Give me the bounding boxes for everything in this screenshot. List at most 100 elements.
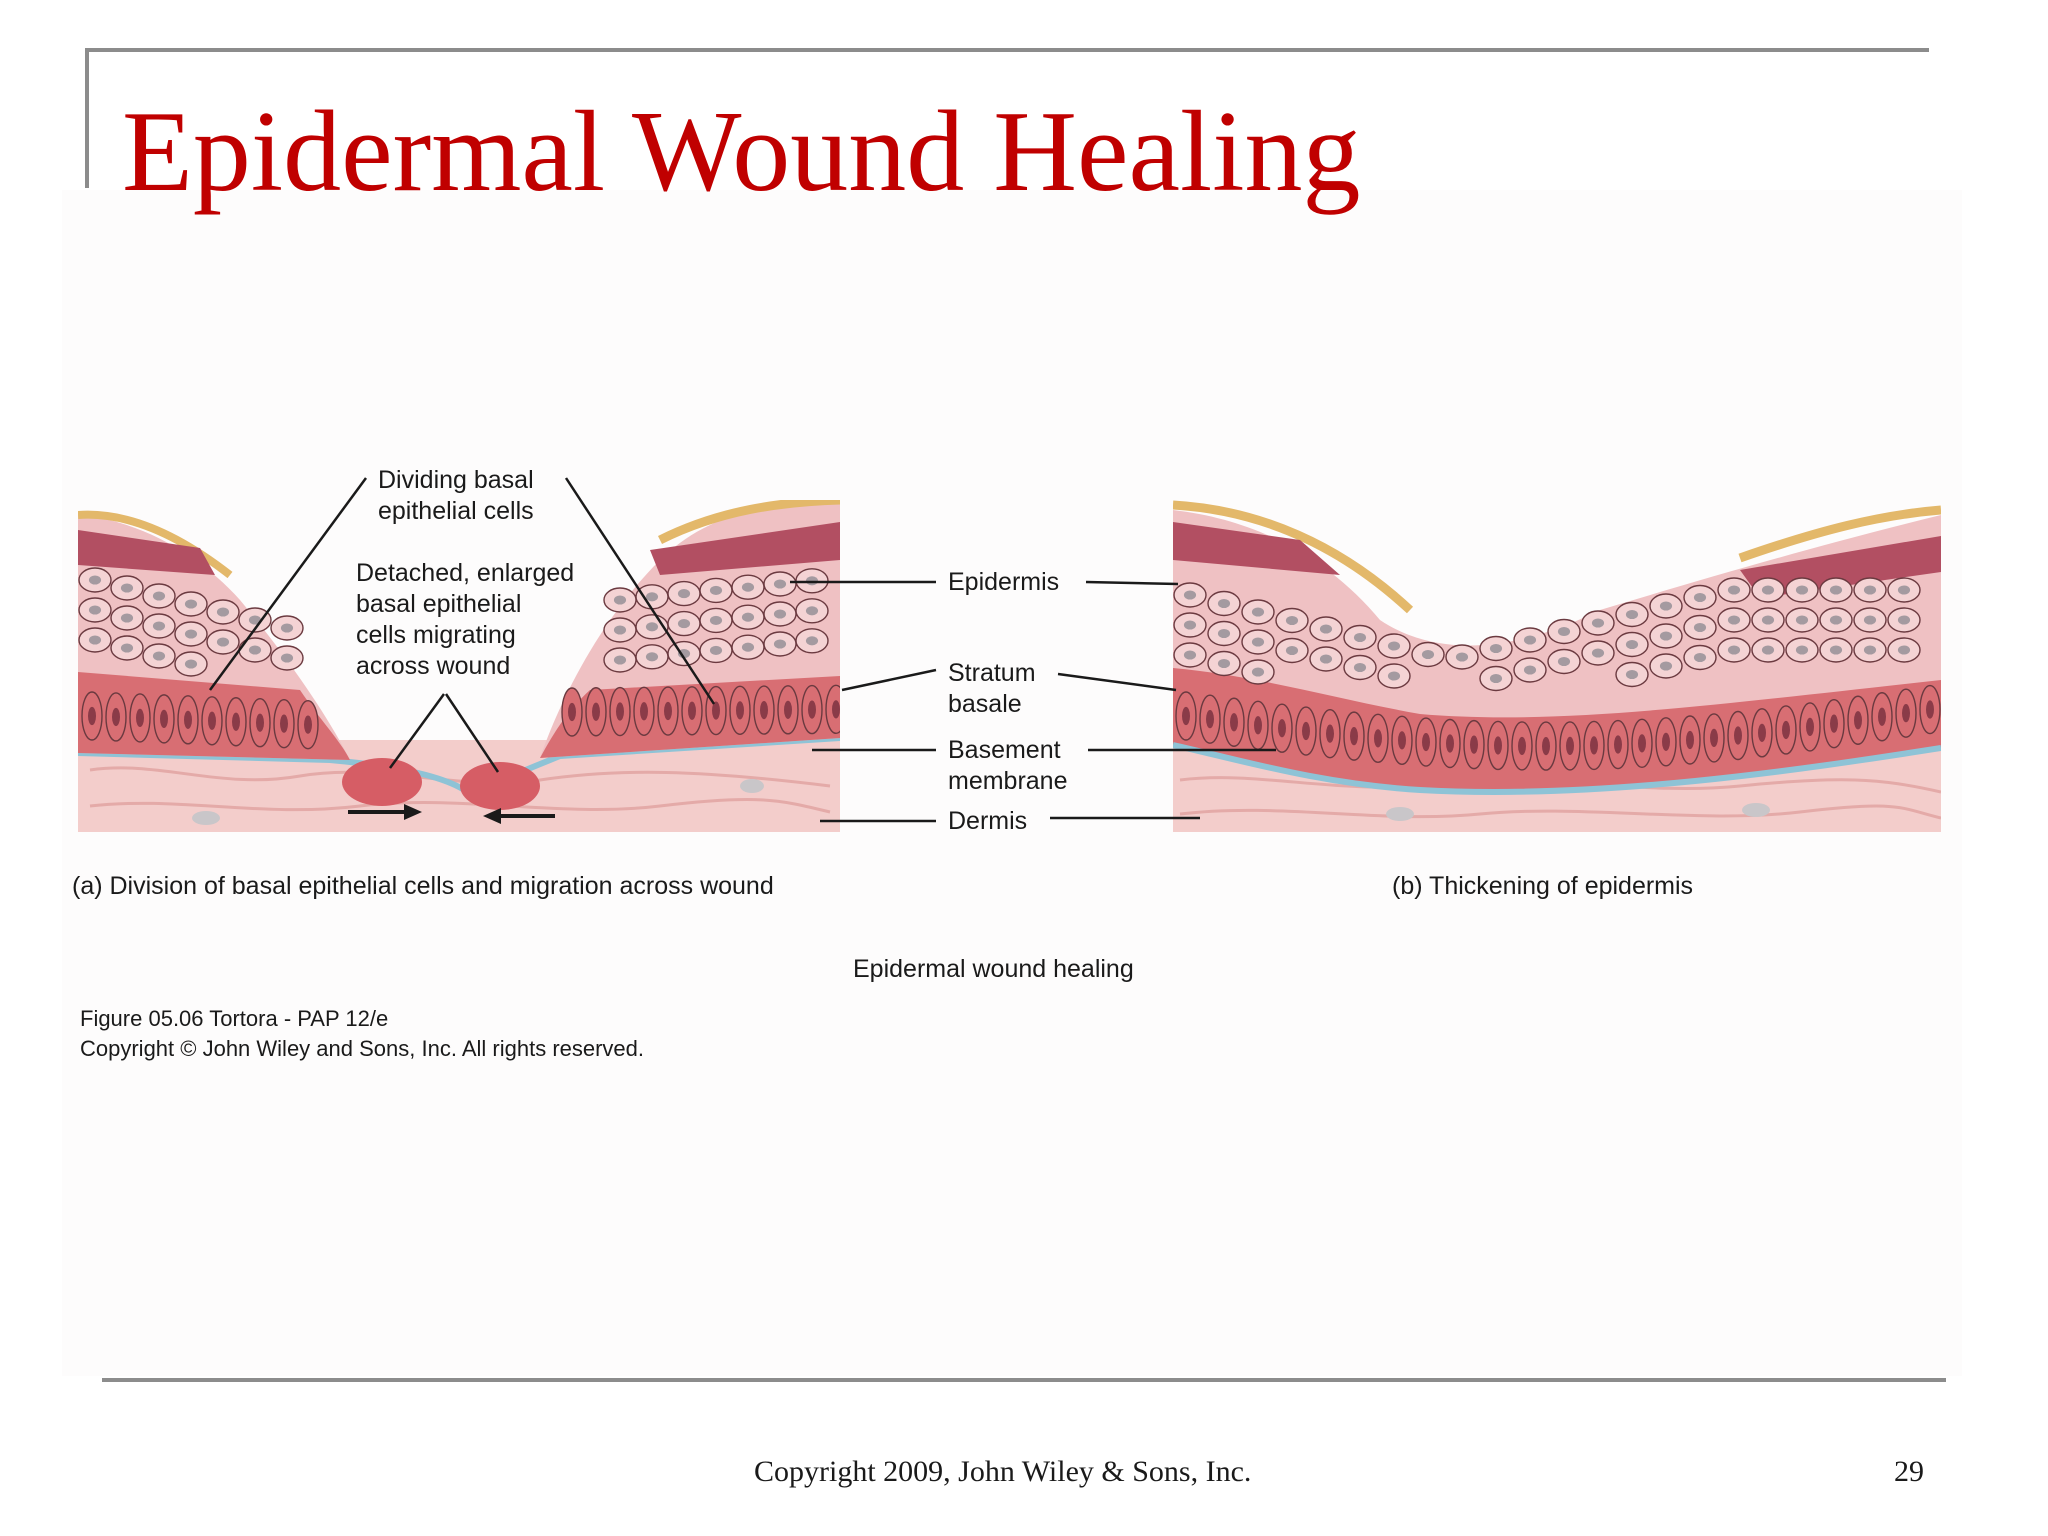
- cell-nucleus: [1183, 620, 1197, 630]
- cell-nucleus: [736, 701, 744, 720]
- cell-nucleus: [568, 702, 576, 722]
- cell-nucleus: [677, 589, 691, 599]
- cell-nucleus: [1761, 615, 1775, 625]
- cell-nucleus: [645, 592, 659, 602]
- cell-nucleus: [1387, 641, 1401, 651]
- leader-dividing-right: [564, 477, 716, 705]
- cell-nucleus: [1206, 710, 1214, 729]
- cell-nucleus: [1829, 645, 1843, 655]
- panel-a-fibroblast: [740, 779, 764, 793]
- panel-b-left-granular: [1173, 522, 1340, 575]
- cell-nucleus: [1566, 736, 1574, 756]
- cell-nucleus: [1422, 732, 1430, 752]
- cell-nucleus: [616, 702, 624, 721]
- caption-panel-a: (a) Division of basal epithelial cells a…: [72, 872, 774, 900]
- cell-nucleus: [808, 700, 816, 719]
- cell-nucleus: [832, 700, 840, 719]
- cell-nucleus: [1302, 721, 1310, 741]
- cell-nucleus: [773, 609, 787, 619]
- cell-nucleus: [1659, 601, 1673, 611]
- cell-nucleus: [773, 579, 787, 589]
- cell-nucleus: [1319, 624, 1333, 634]
- cell-nucleus: [1662, 732, 1670, 751]
- cell-nucleus: [1727, 645, 1741, 655]
- cell-nucleus: [1638, 734, 1646, 753]
- cell-nucleus: [1353, 632, 1367, 643]
- cell-nucleus: [152, 621, 166, 631]
- cell-nucleus: [1693, 622, 1707, 633]
- panel-a-arrowhead-left: [483, 808, 501, 824]
- cell-nucleus: [136, 708, 144, 728]
- cell-nucleus: [1254, 716, 1262, 735]
- cell-nucleus: [1758, 723, 1766, 742]
- figure-title: Epidermal wound healing: [853, 955, 1134, 983]
- cell-nucleus: [152, 591, 166, 601]
- cell-nucleus: [1251, 607, 1265, 617]
- cell-nucleus: [1829, 615, 1843, 625]
- cell-nucleus: [1446, 734, 1454, 753]
- cell-nucleus: [1183, 650, 1197, 660]
- panel-b-fibroblast: [1386, 807, 1414, 821]
- panel-a-arrowhead-right: [404, 804, 422, 820]
- cell-nucleus: [1727, 615, 1741, 625]
- cell-nucleus: [805, 636, 819, 646]
- cell-nucleus: [1455, 652, 1469, 662]
- slide-number: 29: [1894, 1455, 1924, 1488]
- panel-b-left-keratin: [1173, 500, 1414, 614]
- cell-nucleus: [1182, 706, 1190, 726]
- panel-a-migrating-cell-left: [342, 758, 422, 806]
- cell-nucleus: [741, 582, 755, 592]
- cell-nucleus: [88, 635, 102, 645]
- cell-nucleus: [1829, 585, 1843, 595]
- cell-nucleus: [184, 599, 198, 609]
- cell-nucleus: [613, 655, 627, 665]
- cell-nucleus: [1590, 736, 1598, 755]
- cell-nucleus: [1710, 728, 1718, 748]
- cell-nucleus: [1319, 654, 1333, 664]
- cell-nucleus: [1285, 645, 1299, 656]
- cell-nucleus: [1686, 730, 1694, 750]
- label-dermis: Dermis: [948, 807, 1027, 835]
- cell-nucleus: [280, 714, 288, 733]
- cell-nucleus: [709, 585, 723, 595]
- cell-nucleus: [1614, 735, 1622, 754]
- cell-nucleus: [280, 623, 294, 633]
- cell-nucleus: [88, 575, 102, 585]
- cell-nucleus: [1734, 726, 1742, 745]
- panel-a-fibroblast: [192, 811, 220, 825]
- cell-nucleus: [1251, 637, 1265, 647]
- figure-credit: Figure 05.06 Tortora - PAP 12/e Copyrigh…: [80, 1006, 644, 1061]
- cell-nucleus: [712, 701, 720, 720]
- cell-nucleus: [640, 702, 648, 721]
- cell-nucleus: [1489, 643, 1503, 654]
- cell-nucleus: [1625, 609, 1639, 620]
- cell-nucleus: [709, 645, 723, 655]
- cell-nucleus: [805, 606, 819, 616]
- cell-nucleus: [773, 639, 787, 649]
- cell-nucleus: [1470, 735, 1478, 754]
- cell-nucleus: [1183, 590, 1197, 600]
- panel-b-basal-layer: [1173, 668, 1941, 792]
- cell-nucleus: [184, 710, 192, 729]
- cell-nucleus: [1217, 658, 1231, 669]
- panel-a-left-granular: [78, 530, 215, 575]
- cell-nucleus: [1878, 707, 1886, 726]
- leader-epidermis-right: [1085, 580, 1179, 586]
- cell-nucleus: [1795, 615, 1809, 625]
- leader-detached-left: [388, 693, 446, 769]
- panel-a-migrating-cell-right: [460, 762, 540, 810]
- cell-nucleus: [645, 622, 659, 632]
- label-basement-membrane: Basement membrane: [948, 736, 1068, 795]
- panel-b-fibroblast: [1742, 803, 1770, 817]
- panel-a-left-keratin: [78, 510, 233, 579]
- cell-nucleus: [688, 701, 696, 720]
- panel-b-dermis-fiber: [1179, 804, 1941, 820]
- label-detached-cells: Detached, enlarged basal epithelial cell…: [356, 559, 581, 680]
- cell-nucleus: [256, 713, 264, 732]
- cell-nucleus: [208, 711, 216, 730]
- cell-nucleus: [120, 643, 134, 653]
- cell-nucleus: [1854, 711, 1862, 730]
- leader-stratum-basale-left: [841, 668, 937, 692]
